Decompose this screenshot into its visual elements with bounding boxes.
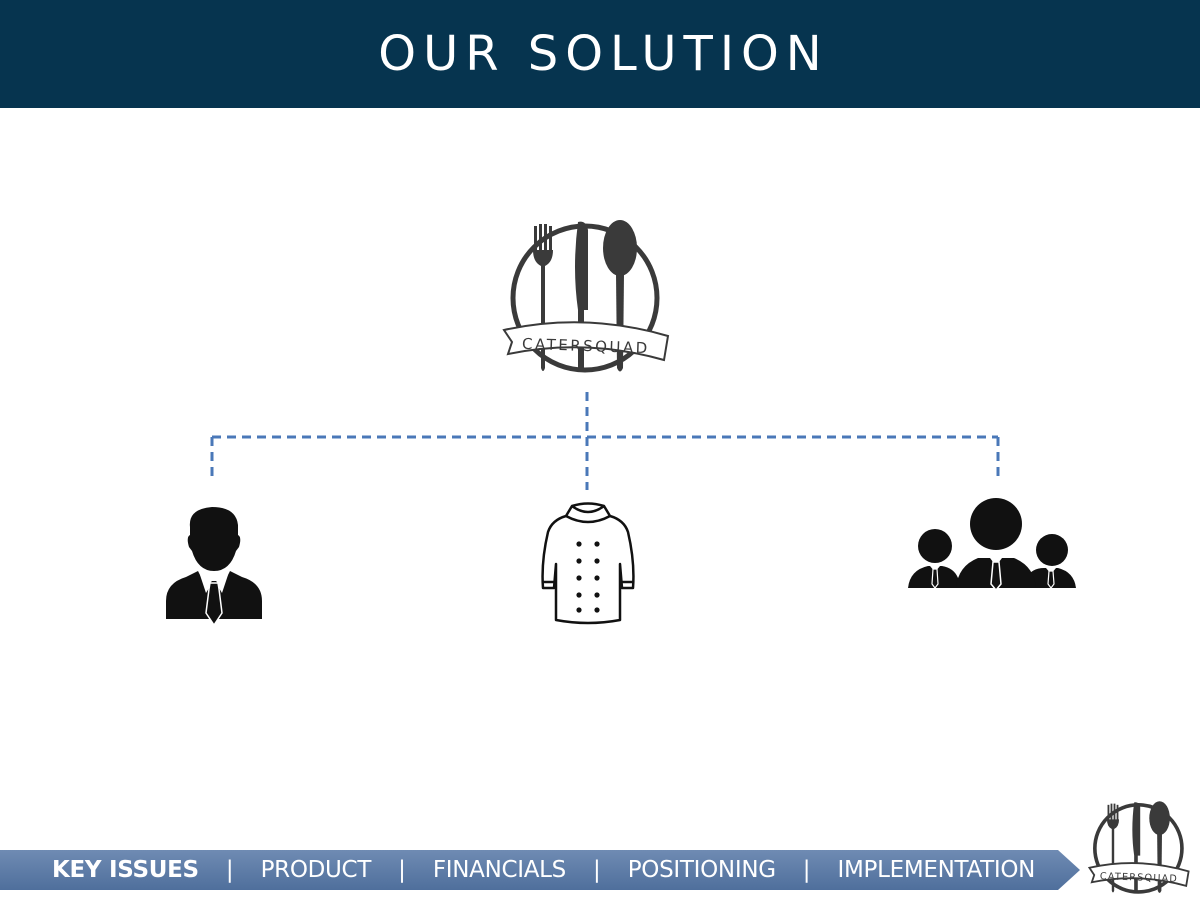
chef-jacket-icon [541, 502, 635, 625]
nav-item-product[interactable]: PRODUCT [260, 857, 372, 883]
section-nav: KEY ISSUES | PRODUCT | FINANCIALS | POSI… [52, 854, 1035, 886]
page-title: OUR SOLUTION [378, 26, 829, 82]
nav-item-key-issues[interactable]: KEY ISSUES [52, 857, 199, 883]
nav-item-implementation[interactable]: IMPLEMENTATION [837, 857, 1036, 883]
nav-separator: | [802, 857, 811, 883]
businessman-icon [166, 507, 262, 627]
nav-item-positioning[interactable]: POSITIONING [627, 857, 776, 883]
corner-logo: CATERSQUAD [1087, 801, 1190, 894]
nav-separator: | [398, 857, 406, 883]
title-banner: OUR SOLUTION [0, 0, 1200, 108]
nav-separator: | [225, 857, 234, 883]
fork-icon [533, 224, 553, 371]
section-nav-bar [0, 850, 1080, 890]
catersquad-logo: CATERSQUAD [502, 220, 670, 373]
logo-wordmark: CATERSQUAD [522, 335, 650, 357]
nav-separator: | [592, 857, 601, 883]
nav-item-financials[interactable]: FINANCIALS [432, 857, 566, 883]
corner-logo-wordmark: CATERSQUAD [1100, 871, 1179, 885]
group-people-icon [908, 498, 1076, 592]
